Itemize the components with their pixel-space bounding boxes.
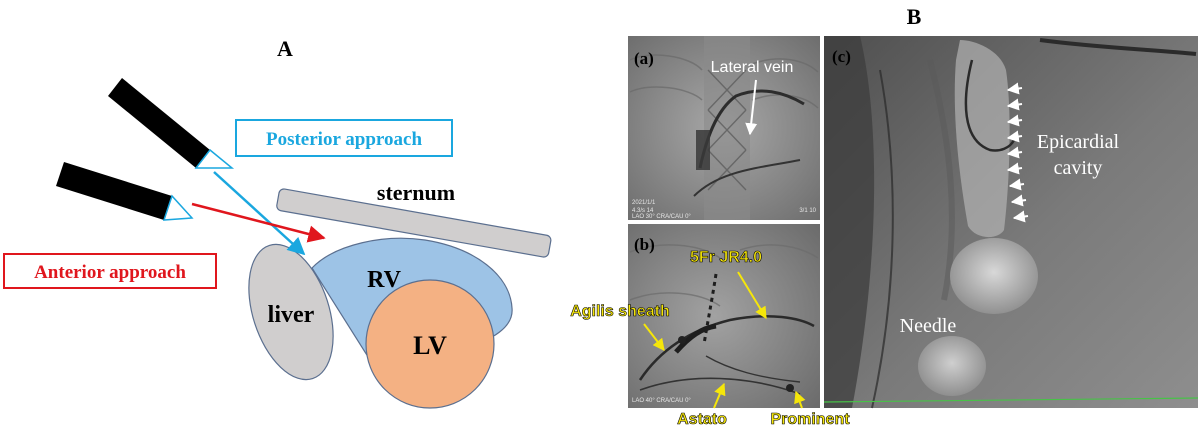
callout-astato: Astato [677, 382, 727, 428]
lateral-vein-label: Lateral vein [711, 59, 794, 76]
anterior-approach-label: Anterior approach [34, 262, 186, 283]
callout-agilis: Agilis sheath [570, 303, 670, 351]
posterior-approach-box [235, 119, 453, 157]
callout-prominent: Prominent [770, 390, 851, 428]
lv-label: LV [413, 331, 447, 360]
subpanel-b-label: (b) [634, 235, 655, 254]
subpanel-a-overlay-top2: 4.3/s 14 [632, 208, 654, 214]
anterior-needle [56, 162, 194, 221]
prominent-label: Prominent [770, 411, 850, 428]
sternum-label: sternum [377, 180, 455, 205]
subpanel-a-overlay-top: 2021/1/1 [632, 200, 656, 206]
subpanel-b-image: LAO 40° CRA/CAU 0° [628, 224, 820, 408]
liver-label: liver [268, 302, 315, 328]
subpanel-a-image: 2021/1/1 4.3/s 14 LAO 30° CRA/CAU 0° 3/1… [628, 36, 820, 220]
subpanel-a-overlay-br: 3/1 10 [799, 208, 816, 214]
posterior-approach-label: Posterior approach [266, 129, 422, 150]
epicardial-label-line1: Epicardial [1037, 131, 1120, 153]
anterior-arrow [191, 202, 326, 243]
subpanel-a-overlay-bottom: LAO 30° CRA/CAU 0° [632, 214, 691, 220]
posterior-arrow [213, 171, 306, 256]
sternum-shape [276, 188, 552, 258]
posterior-needle [108, 78, 235, 169]
panel-b: B 2021/1/1 4.3/s 14 LAO 30° CRA/CAU 0° 3… [570, 4, 1199, 428]
epicardial-label-line2: cavity [1054, 157, 1103, 179]
subpanel-b-overlay-bottom: LAO 40° CRA/CAU 0° [632, 398, 691, 404]
anterior-approach-box [3, 253, 217, 289]
subpanel-a-label: (a) [634, 49, 654, 68]
panel-b-label: B [907, 4, 922, 29]
callout-5fr: 5Fr JR4.0 [690, 249, 767, 320]
catheter-label: 5Fr JR4.0 [690, 249, 762, 266]
panel-a: A Posterior approach Anterior approach s… [3, 36, 552, 409]
lv-chamber [365, 279, 495, 409]
needle-label: Needle [900, 315, 957, 337]
liver-shape [248, 243, 334, 381]
sheath-label: Agilis sheath [570, 303, 670, 320]
cavity-arrows [1006, 82, 1029, 223]
subpanel-c-label: (c) [832, 47, 851, 66]
lateral-vein-arrow [745, 79, 758, 136]
panel-a-label: A [277, 36, 293, 61]
astato-label: Astato [677, 411, 727, 428]
rv-label: RV [367, 267, 401, 293]
subpanel-c-image [823, 36, 1199, 409]
